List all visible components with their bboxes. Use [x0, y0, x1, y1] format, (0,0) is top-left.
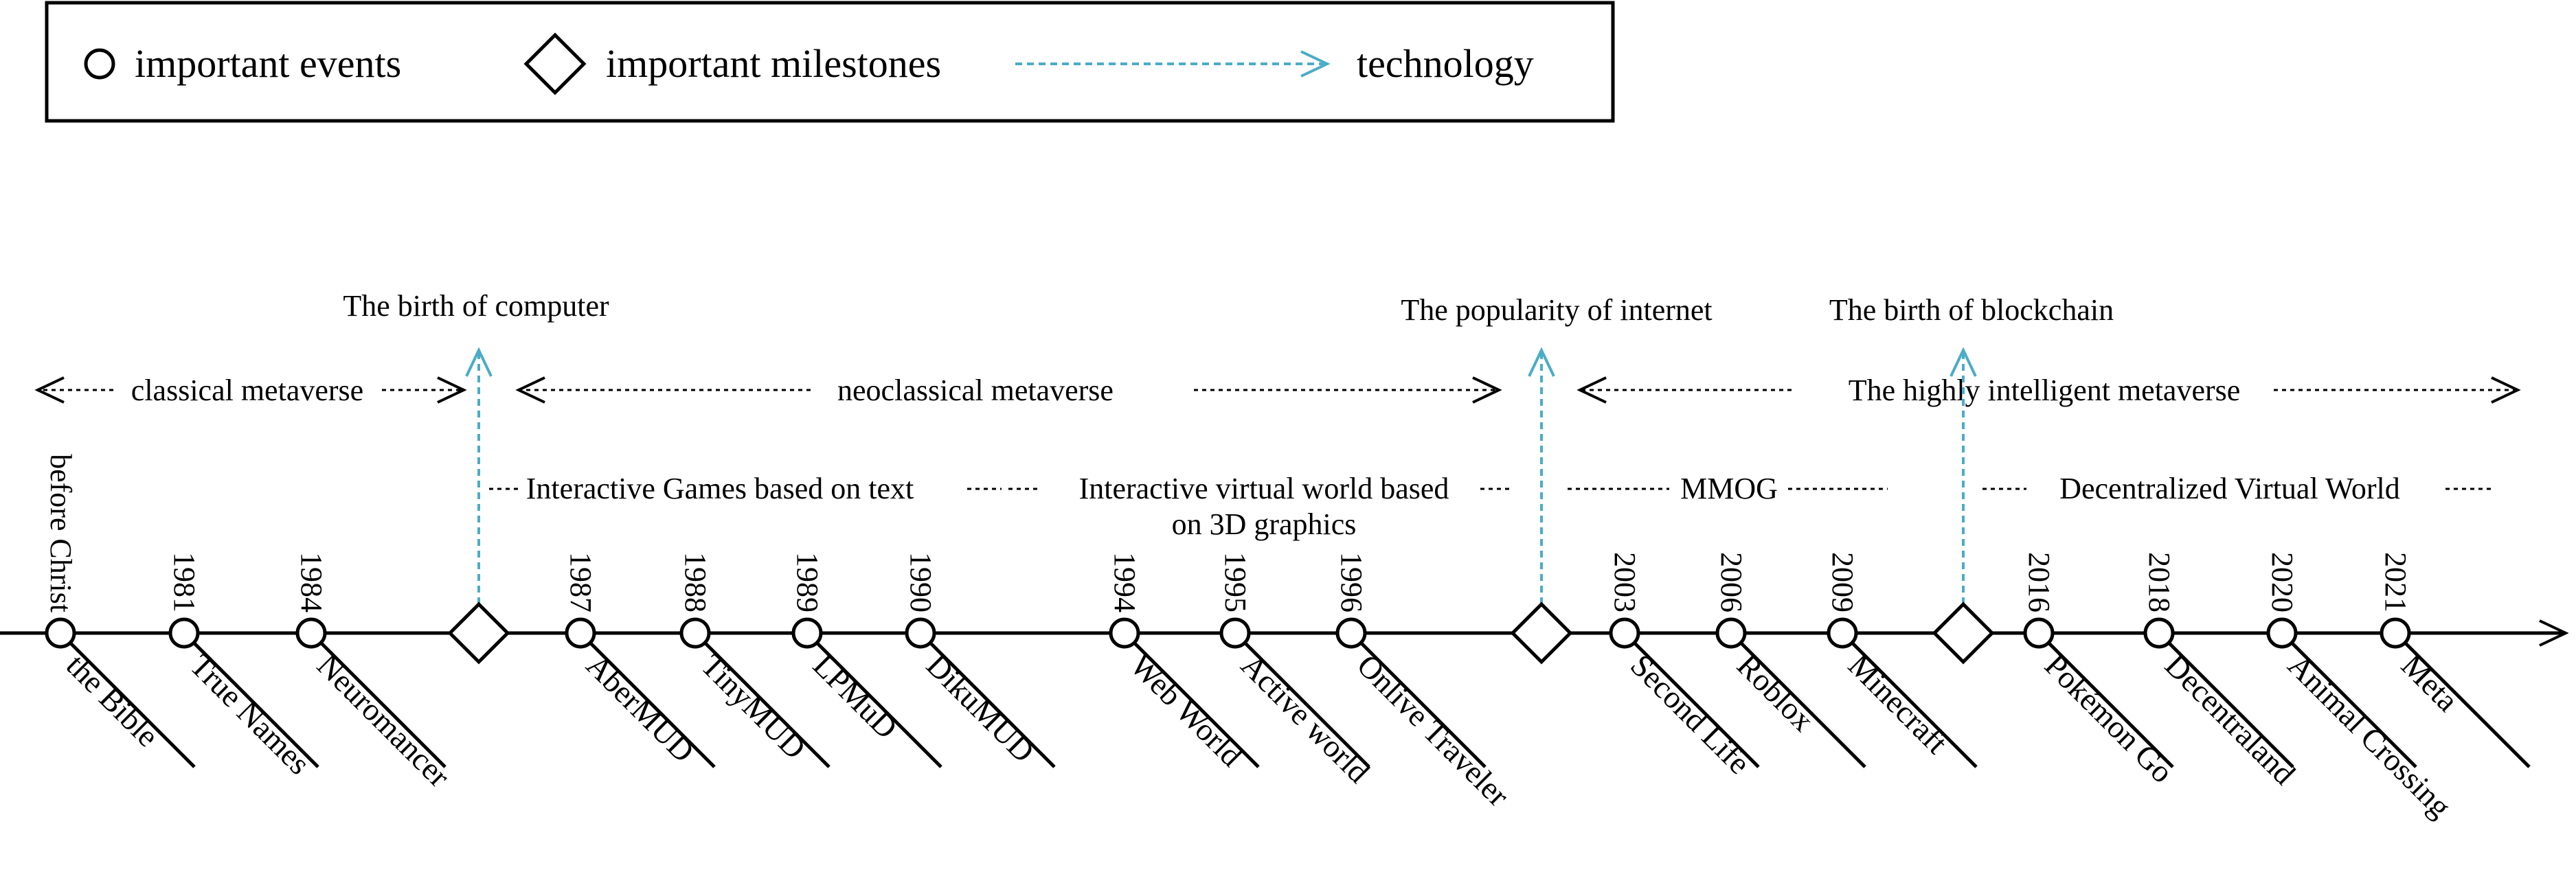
event-year-meta: 2021	[2379, 552, 2413, 612]
event-year-onlive-traveler: 1996	[1335, 552, 1368, 612]
milestones	[447, 601, 1995, 665]
category-row: Interactive Games based on text Interact…	[489, 472, 2494, 541]
event-marker-lpmud	[791, 617, 823, 649]
event-name-abermud: AberMUD	[580, 647, 701, 769]
event-year-true-names: 1981	[168, 552, 201, 612]
event-leader-pok-mon-go	[2037, 632, 2174, 768]
event-marker-true-names	[168, 617, 200, 649]
event-leader-dikumud	[919, 632, 1056, 768]
event-marker-the-bible	[45, 617, 76, 649]
event-leader-abermud	[579, 632, 716, 768]
technology-heading-blockchain: The birth of blockchain	[1829, 293, 2114, 327]
milestone-internet	[1510, 601, 1573, 665]
legend-milestone-icon	[523, 32, 587, 95]
technology-connectors	[465, 347, 1977, 604]
milestone-computer	[447, 601, 510, 665]
legend: important events important milestones te…	[45, 1, 1615, 123]
era-intelligent-label: The highly intelligent metaverse	[1849, 374, 2241, 407]
event-leader-true-names	[183, 632, 319, 768]
legend-technology-label: technology	[1357, 41, 1534, 86]
category-text-games-label: Interactive Games based on text	[526, 472, 914, 505]
event-leader-decentraland	[2158, 632, 2294, 768]
era-row: classical metaverse neoclassical metaver…	[34, 374, 2521, 407]
event-name-decentraland: Decentraland	[2158, 647, 2302, 791]
event-year-pok-mon-go: 2016	[2022, 552, 2056, 612]
technology-heading-internet: The popularity of internet	[1401, 293, 1712, 327]
event-leader-active-world	[1234, 632, 1370, 768]
legend-events-label: important events	[135, 41, 401, 86]
event-marker-abermud	[565, 617, 596, 649]
event-leader-the-bible	[59, 632, 196, 768]
event-marker-meta	[2380, 617, 2411, 649]
event-year-the-bible: before Christ	[44, 454, 78, 612]
event-marker-onlive-traveler	[1335, 617, 1367, 649]
category-3d-world-label-line1: Interactive virtual world based	[1079, 472, 1449, 505]
event-leader-web-world	[1123, 632, 1260, 768]
event-name-true-names: True Names	[183, 647, 317, 781]
event-name-tinymud: TinyMUD	[694, 647, 813, 766]
event-name-the-bible: the Bible	[60, 647, 166, 753]
event-leader-roblox	[1730, 632, 1866, 768]
event-marker-dikumud	[905, 617, 936, 649]
event-year-web-world: 1994	[1108, 552, 1142, 612]
event-marker-active-world	[1219, 617, 1251, 649]
event-year-decentraland: 2018	[2143, 552, 2176, 612]
technology-heading-computer: The birth of computer	[343, 289, 609, 323]
event-leader-lpmud	[806, 632, 942, 768]
event-marker-decentraland	[2143, 617, 2175, 649]
event-year-roblox: 2006	[1715, 552, 1748, 612]
event-year-abermud: 1987	[564, 552, 598, 612]
event-year-minecraft: 2009	[1826, 552, 1860, 612]
event-name-minecraft: Minecraft	[1842, 647, 1954, 760]
event-leader-neuromancer	[310, 632, 447, 768]
event-marker-pok-mon-go	[2023, 617, 2055, 649]
category-decentralized-label: Decentralized Virtual World	[2059, 472, 2400, 505]
category-mmog-label: MMOG	[1680, 472, 1778, 505]
event-marker-second-life	[1609, 617, 1640, 649]
event-name-lpmud: LPMuD	[806, 647, 905, 746]
event-name-web-world: Web World	[1124, 647, 1250, 773]
event-leader-second-life	[1623, 632, 1760, 768]
event-name-meta: Meta	[2395, 647, 2465, 718]
event-year-active-world: 1995	[1219, 552, 1252, 612]
event-leader-minecraft	[1841, 632, 1978, 768]
event-name-onlive-traveler: Onlive Traveler	[1351, 647, 1516, 813]
technology-headings: The birth of computer The popularity of …	[343, 289, 2114, 327]
legend-box	[45, 1, 1615, 123]
event-leader-onlive-traveler	[1350, 632, 1487, 768]
event-marker-neuromancer	[295, 617, 327, 649]
legend-milestones-label: important milestones	[606, 41, 941, 86]
event-marker-minecraft	[1827, 617, 1858, 649]
event-year-dikumud: 1990	[904, 552, 938, 612]
event-name-dikumud: DikuMUD	[920, 647, 1041, 769]
event-marker-web-world	[1109, 617, 1140, 649]
event-name-pok-mon-go: Pokémon Go	[2038, 647, 2180, 790]
era-classical-label: classical metaverse	[131, 374, 363, 407]
event-year-lpmud: 1989	[791, 552, 824, 612]
event-year-tinymud: 1988	[679, 552, 712, 612]
event-marker-roblox	[1715, 617, 1747, 649]
event-year-second-life: 2003	[1608, 552, 1642, 612]
event-leader-animal-crossing	[2281, 632, 2417, 768]
legend-event-icon	[84, 48, 115, 80]
category-3d-world-label-line2: on 3D graphics	[1172, 507, 1357, 541]
event-name-neuromancer: Neuromancer	[310, 647, 457, 794]
era-neoclassical-label: neoclassical metaverse	[837, 374, 1114, 407]
milestone-blockchain	[1932, 601, 1995, 665]
event-year-neuromancer: 1984	[295, 552, 328, 612]
event-name-roblox: Roblox	[1730, 647, 1821, 738]
event-marker-animal-crossing	[2266, 617, 2298, 649]
event-marker-tinymud	[679, 617, 711, 649]
event-leader-meta	[2394, 632, 2531, 768]
event-leader-tinymud	[694, 632, 831, 768]
event-year-animal-crossing: 2020	[2266, 552, 2299, 612]
